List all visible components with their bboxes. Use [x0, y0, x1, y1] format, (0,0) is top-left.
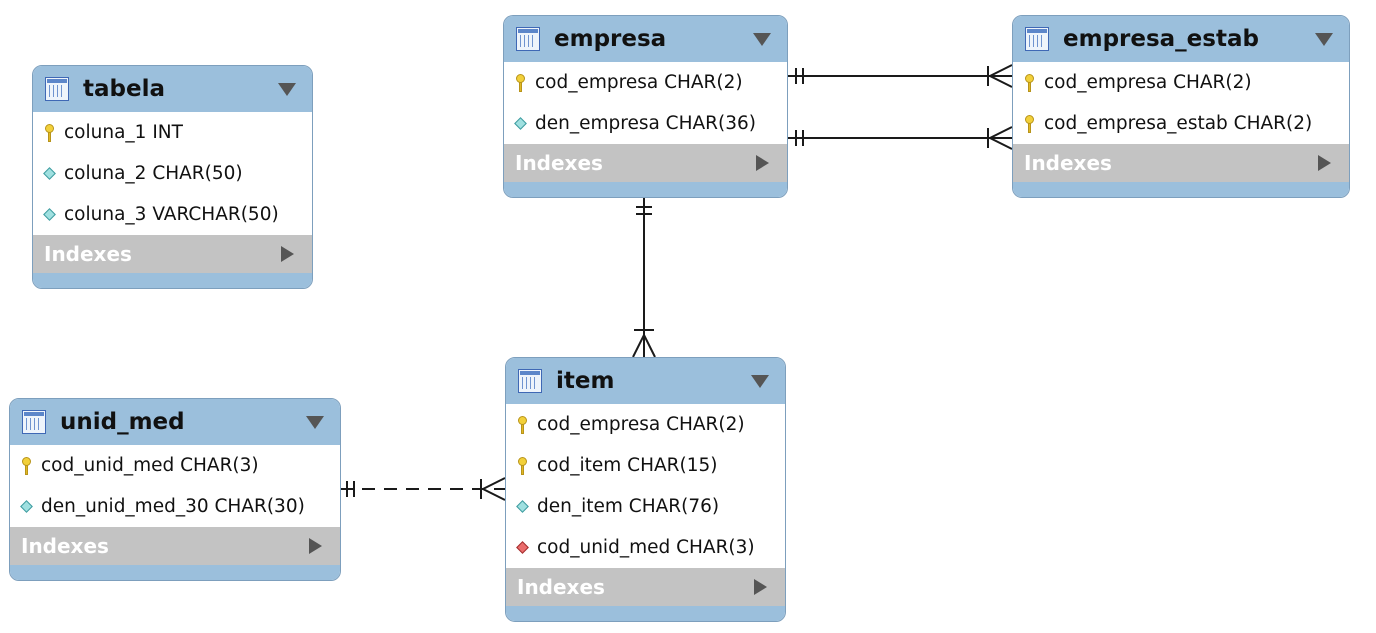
column-row[interactable]: coluna_1 INT	[33, 112, 312, 153]
indexes-section[interactable]: Indexes	[504, 144, 787, 182]
column-label: cod_item CHAR(15)	[537, 455, 718, 476]
entity-header[interactable]: item	[506, 358, 785, 404]
column-label: cod_unid_med CHAR(3)	[537, 537, 755, 558]
column-label: den_empresa CHAR(36)	[535, 113, 756, 134]
key-icon	[516, 456, 530, 476]
indexes-label: Indexes	[21, 534, 109, 558]
column-row[interactable]: cod_item CHAR(15)	[506, 445, 785, 486]
chevron-down-icon[interactable]	[751, 374, 769, 388]
column-label: cod_empresa_estab CHAR(2)	[1044, 113, 1313, 134]
chevron-down-icon[interactable]	[1315, 32, 1333, 46]
chevron-down-icon[interactable]	[753, 32, 771, 46]
entity-tabela[interactable]: tabela coluna_1 INT coluna_2 CHAR(50) co…	[32, 65, 313, 289]
key-icon	[1023, 73, 1037, 93]
entity-title: empresa	[554, 26, 667, 52]
indexes-section[interactable]: Indexes	[506, 568, 785, 606]
column-row[interactable]: coluna_3 VARCHAR(50)	[33, 194, 312, 235]
indexes-label: Indexes	[515, 151, 603, 175]
column-row[interactable]: cod_empresa CHAR(2)	[506, 404, 785, 445]
diamond-icon	[516, 497, 530, 517]
column-row[interactable]: cod_unid_med CHAR(3)	[10, 445, 340, 486]
table-icon	[518, 369, 542, 393]
chevron-down-icon[interactable]	[278, 82, 296, 96]
column-label: coluna_3 VARCHAR(50)	[64, 204, 279, 225]
relationship-line-empresa-empresa-estab-2[interactable]	[788, 126, 1013, 150]
entity-title: empresa_estab	[1063, 26, 1259, 52]
column-row[interactable]: cod_empresa_estab CHAR(2)	[1013, 103, 1349, 144]
crows-foot	[987, 64, 1013, 88]
column-row[interactable]: den_unid_med_30 CHAR(30)	[10, 486, 340, 527]
entity-header[interactable]: empresa	[504, 16, 787, 62]
entity-item[interactable]: item cod_empresa CHAR(2) cod_item CHAR(1…	[505, 357, 786, 622]
chevron-down-icon[interactable]	[306, 415, 324, 429]
indexes-label: Indexes	[1024, 151, 1112, 175]
red-diamond-icon	[516, 538, 530, 558]
indexes-section[interactable]: Indexes	[10, 527, 340, 565]
crows-foot	[987, 126, 1013, 150]
column-label: den_unid_med_30 CHAR(30)	[41, 496, 305, 517]
entity-header[interactable]: tabela	[33, 66, 312, 112]
indexes-section[interactable]: Indexes	[33, 235, 312, 273]
triangle-right-icon[interactable]	[1318, 155, 1331, 171]
relationship-line-empresa-empresa-estab-1[interactable]	[788, 64, 1013, 88]
table-icon	[22, 410, 46, 434]
column-label: cod_empresa CHAR(2)	[535, 72, 743, 93]
column-row[interactable]: cod_unid_med CHAR(3)	[506, 527, 785, 568]
column-row[interactable]: coluna_2 CHAR(50)	[33, 153, 312, 194]
entity-footer	[506, 606, 785, 621]
key-icon	[1023, 114, 1037, 134]
entity-title: item	[556, 368, 615, 394]
entity-header[interactable]: empresa_estab	[1013, 16, 1349, 62]
column-label: den_item CHAR(76)	[537, 496, 720, 517]
relationship-line-unid-med-item[interactable]	[340, 477, 506, 501]
column-label: coluna_1 INT	[64, 122, 183, 143]
entity-unid-med[interactable]: unid_med cod_unid_med CHAR(3) den_unid_m…	[9, 398, 341, 581]
entity-title: unid_med	[60, 409, 185, 435]
column-label: coluna_2 CHAR(50)	[64, 163, 243, 184]
column-row[interactable]: cod_empresa CHAR(2)	[1013, 62, 1349, 103]
triangle-right-icon[interactable]	[281, 246, 294, 262]
column-row[interactable]: cod_empresa CHAR(2)	[504, 62, 787, 103]
entity-empresa[interactable]: empresa cod_empresa CHAR(2) den_empresa …	[503, 15, 788, 198]
diamond-icon	[43, 164, 57, 184]
entity-footer	[10, 565, 340, 580]
key-icon	[516, 415, 530, 435]
triangle-right-icon[interactable]	[754, 579, 767, 595]
key-icon	[20, 456, 34, 476]
entity-empresa-estab[interactable]: empresa_estab cod_empresa CHAR(2) cod_em…	[1012, 15, 1350, 198]
key-icon	[43, 123, 57, 143]
column-row[interactable]: den_empresa CHAR(36)	[504, 103, 787, 144]
table-icon	[516, 27, 540, 51]
diamond-icon	[514, 114, 528, 134]
entity-title: tabela	[83, 76, 165, 102]
relationship-line-empresa-item[interactable]	[632, 198, 656, 358]
entity-footer	[1013, 182, 1349, 197]
entity-footer	[33, 273, 312, 288]
column-label: cod_empresa CHAR(2)	[537, 414, 745, 435]
crows-foot	[632, 332, 656, 358]
table-icon	[45, 77, 69, 101]
diamond-icon	[20, 497, 34, 517]
entity-header[interactable]: unid_med	[10, 399, 340, 445]
column-row[interactable]: den_item CHAR(76)	[506, 486, 785, 527]
indexes-label: Indexes	[44, 242, 132, 266]
triangle-right-icon[interactable]	[756, 155, 769, 171]
column-label: cod_unid_med CHAR(3)	[41, 455, 259, 476]
table-icon	[1025, 27, 1049, 51]
key-icon	[514, 73, 528, 93]
entity-footer	[504, 182, 787, 197]
column-label: cod_empresa CHAR(2)	[1044, 72, 1252, 93]
indexes-section[interactable]: Indexes	[1013, 144, 1349, 182]
crows-foot	[480, 477, 506, 501]
diamond-icon	[43, 205, 57, 225]
indexes-label: Indexes	[517, 575, 605, 599]
triangle-right-icon[interactable]	[309, 538, 322, 554]
